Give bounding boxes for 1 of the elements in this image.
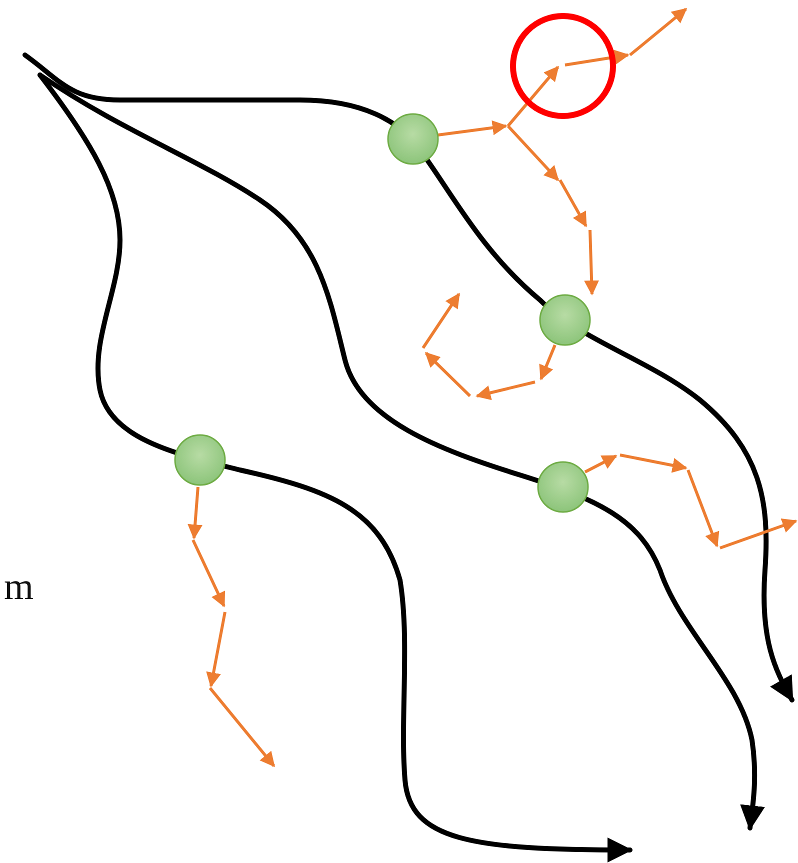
text-label: m: [4, 568, 34, 606]
